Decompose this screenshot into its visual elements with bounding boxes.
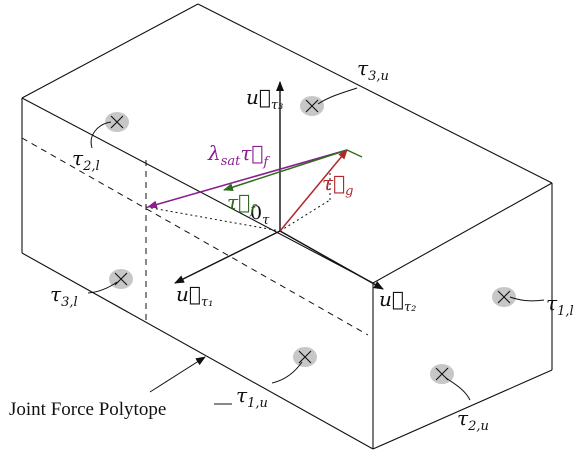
origin-label: 0τ xyxy=(250,202,270,228)
leader-lines xyxy=(87,87,545,405)
axis-tau2 xyxy=(279,230,384,290)
tau-g-tip-tick xyxy=(346,149,363,158)
vertex-label-2l: τ2,l xyxy=(72,146,100,174)
vertex-label-1u: τ1,u xyxy=(236,383,268,411)
vertex-marker-3l xyxy=(109,269,133,289)
vertex-label-2u: τ2,u xyxy=(457,406,489,434)
axis-tau1 xyxy=(174,230,281,284)
tau-f-arrow xyxy=(223,149,348,192)
vertex-marker-2l xyxy=(105,112,129,132)
tau-f-label: τ⃗f xyxy=(227,190,257,218)
vertex-marker-1u xyxy=(293,347,317,367)
lambda-sat-label: λsatτ⃗f xyxy=(207,141,270,170)
axes xyxy=(174,81,384,290)
axis-tau2-label: u⃗τ₂ xyxy=(379,287,416,315)
polytope-box xyxy=(21,3,553,450)
vertex-label-1l: τ1,l xyxy=(546,291,574,319)
lambda-sat-tau-f-arrow xyxy=(147,149,348,209)
vertex-label-3u: τ3,u xyxy=(357,56,389,84)
vertex-marker-1l xyxy=(492,287,516,307)
caption-label: Joint Force Polytope xyxy=(9,399,166,420)
tau-g-label: τ⃗g xyxy=(322,171,353,199)
vertex-label-3l: τ3,l xyxy=(50,282,78,310)
dashed-edges xyxy=(21,137,369,336)
tau-g-arrow xyxy=(279,149,348,232)
vertex-marker-3u xyxy=(300,96,324,116)
caption-pointer xyxy=(149,356,206,393)
axis-tau3-label: u⃗τ₃ xyxy=(246,85,283,113)
axis-tau1-label: u⃗τ₁ xyxy=(176,282,213,310)
